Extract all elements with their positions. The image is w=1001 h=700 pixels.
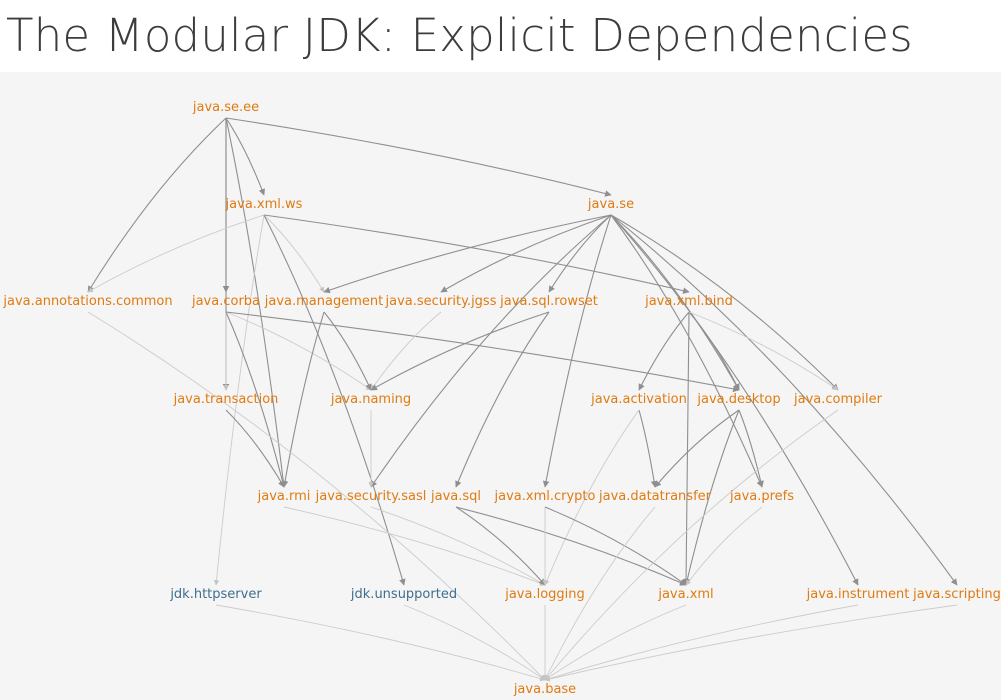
edge-java-sql-rowset-to-java-naming xyxy=(370,311,550,391)
edge-java-se-to-java-compiler xyxy=(610,214,839,391)
module-node-java-datatransfer: java.datatransfer xyxy=(599,489,711,504)
edge-java-xml-ws-to-java-annotations-common xyxy=(87,214,265,293)
module-node-java-xml-ws: java.xml.ws xyxy=(225,197,303,212)
module-node-java-naming: java.naming xyxy=(330,392,412,407)
edge-java-rmi-to-java-logging xyxy=(283,506,546,586)
edge-java-sql-rowset-to-java-sql xyxy=(455,311,550,488)
edge-java-se-ee-to-java-se xyxy=(225,117,612,197)
module-node-java-se: java.se xyxy=(587,197,635,212)
edge-java-prefs-to-java-xml xyxy=(685,506,763,586)
edge-java-corba-to-java-naming xyxy=(225,311,372,391)
edge-java-xml-ws-to-jdk-httpserver xyxy=(213,214,265,586)
edge-layer xyxy=(87,117,958,682)
edge-java-xml-bind-to-java-xml xyxy=(682,311,690,586)
module-node-java-sql-rowset: java.sql.rowset xyxy=(500,294,598,309)
edge-java-security-jgss-to-java-naming xyxy=(370,311,442,391)
module-node-java-xml-crypto: java.xml.crypto xyxy=(494,489,596,504)
edge-java-compiler-to-java-base xyxy=(544,409,839,681)
edge-java-se-to-java-instrument xyxy=(610,214,859,586)
edge-java-annotations-common-to-java-base xyxy=(87,311,546,681)
edge-java-management-to-java-naming xyxy=(323,311,372,391)
edge-java-se-to-java-xml-crypto xyxy=(542,214,612,488)
edge-java-se-to-java-desktop xyxy=(610,214,740,391)
module-node-java-se-ee: java.se.ee xyxy=(192,100,260,115)
module-node-java-xml-bind: java.xml.bind xyxy=(645,294,733,309)
module-node-java-security-jgss: java.security.jgss xyxy=(385,294,497,309)
edge-java-activation-to-java-logging xyxy=(544,409,640,586)
edge-java-xml-ws-to-java-xml-bind xyxy=(263,214,690,294)
edge-java-se-to-java-scripting xyxy=(610,214,958,586)
edge-java-se-ee-to-java-xml-ws xyxy=(225,117,265,196)
edge-jdk-httpserver-to-java-base xyxy=(215,604,546,682)
edge-java-se-to-java-security-jgss xyxy=(440,214,612,293)
edge-java-xml-bind-to-java-compiler xyxy=(688,311,839,391)
edge-java-management-to-java-rmi xyxy=(281,311,325,488)
edge-java-corba-to-java-desktop xyxy=(225,311,740,393)
module-node-java-management: java.management xyxy=(264,294,384,309)
module-node-java-base: java.base xyxy=(513,682,577,697)
module-node-jdk-httpserver: jdk.httpserver xyxy=(170,587,262,602)
edge-java-sql-to-java-logging xyxy=(455,506,546,586)
edge-java-xml-bind-to-java-desktop xyxy=(688,311,740,391)
module-node-java-logging: java.logging xyxy=(505,587,585,602)
edge-java-xml-ws-to-jdk-unsupported xyxy=(263,214,406,586)
edge-java-activation-to-java-datatransfer xyxy=(638,409,658,488)
edge-java-xml-bind-to-java-activation xyxy=(638,311,690,391)
module-node-java-corba: java.corba xyxy=(191,294,261,309)
edge-java-scripting-to-java-base xyxy=(544,604,958,682)
module-node-java-compiler: java.compiler xyxy=(794,392,882,407)
edge-java-xml-to-java-base xyxy=(544,604,687,681)
module-node-java-scripting: java.scripting xyxy=(913,587,1001,602)
module-node-java-security-sasl: java.security.sasl xyxy=(315,489,427,504)
edge-java-security-sasl-to-java-logging xyxy=(370,506,546,586)
edge-java-se-to-java-prefs xyxy=(610,214,763,488)
slide-title: The Modular JDK: Explicit Dependencies xyxy=(6,9,913,62)
edge-java-xml-ws-to-java-management xyxy=(263,214,325,293)
module-node-java-instrument: java.instrument xyxy=(806,587,910,602)
module-node-jdk-unsupported: jdk.unsupported xyxy=(350,587,458,602)
edge-java-xml-crypto-to-java-xml xyxy=(544,506,687,586)
module-node-java-xml: java.xml xyxy=(658,587,714,602)
module-node-java-prefs: java.prefs xyxy=(729,489,795,504)
module-node-java-rmi: java.rmi xyxy=(257,489,311,504)
module-node-java-activation: java.activation xyxy=(591,392,687,407)
module-node-java-transaction: java.transaction xyxy=(173,392,279,407)
edge-java-datatransfer-to-java-base xyxy=(544,506,656,681)
edge-java-sql-to-java-xml xyxy=(455,506,687,586)
module-node-java-desktop: java.desktop xyxy=(697,392,781,407)
edge-java-se-to-java-management xyxy=(323,214,612,294)
edge-java-desktop-to-java-xml xyxy=(684,409,740,586)
edge-java-se-ee-to-java-rmi xyxy=(225,117,287,488)
edge-java-se-to-java-security-sasl xyxy=(370,214,612,488)
edge-java-corba-to-java-rmi xyxy=(225,311,286,488)
edge-java-desktop-to-java-datatransfer xyxy=(654,409,740,488)
edge-java-instrument-to-java-base xyxy=(544,604,859,682)
edge-java-se-ee-to-java-annotations-common xyxy=(87,117,227,293)
module-node-java-annotations-common: java.annotations.common xyxy=(3,294,173,309)
edge-java-transaction-to-java-rmi xyxy=(225,409,285,488)
module-node-java-sql: java.sql xyxy=(430,489,482,504)
edge-java-desktop-to-java-prefs xyxy=(738,409,764,488)
edge-jdk-unsupported-to-java-base xyxy=(403,604,546,681)
